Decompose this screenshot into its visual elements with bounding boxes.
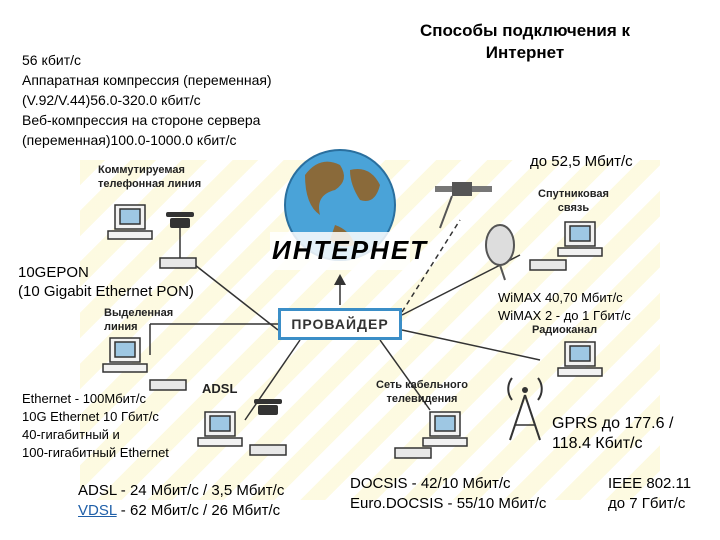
line-adsl [244, 339, 301, 421]
label-satellite: Спутниковая связь [538, 187, 609, 215]
gprs-speeds: GPRS до 177.6 / 118.4 Кбит/с [552, 414, 673, 454]
docsis-speeds: DOCSIS - 42/10 Мбит/с Euro.DOCSIS - 55/1… [350, 474, 546, 514]
adsl-line: ADSL - 24 Мбит/с / 3,5 Мбит/с [78, 482, 285, 499]
arrow-up [334, 274, 346, 285]
modem-adsl-icon [249, 444, 287, 456]
gepon-line: (10 Gigabit Ethernet PON) [18, 283, 194, 300]
line-radio [401, 329, 541, 361]
label-leased: Выделенная линия [104, 306, 173, 334]
computer-dialup-icon [107, 204, 153, 240]
modem-cable-icon [394, 447, 432, 459]
satellite-icon [435, 182, 492, 229]
label-line: Сеть кабельного [376, 379, 468, 391]
dialup-line: Аппаратная компрессия (переменная) [22, 72, 272, 88]
gepon-line: 10GEPON [18, 264, 89, 281]
gprs-line: GPRS до 177.6 / [552, 415, 674, 432]
label-line: линия [104, 321, 138, 333]
globe-label: Интернет [272, 235, 429, 265]
computer-radio-icon [557, 341, 603, 377]
computer-adsl-icon [197, 411, 243, 447]
dialup-line: 56 кбит/с [22, 52, 82, 68]
label-line: Спутниковая [538, 188, 609, 200]
gepon-speeds: 10GEPON (10 Gigabit Ethernet PON) [18, 263, 194, 301]
adsl-speeds: ADSL - 24 Мбит/с / 3,5 Мбит/с VDSL - 62 … [78, 481, 284, 521]
label-line: связь [557, 202, 590, 214]
label-line: Коммутируемая [98, 164, 185, 176]
modem-satellite-icon [529, 259, 567, 271]
label-line: телефонная линия [98, 178, 202, 190]
dialup-line: (переменная)100.0-1000.0 кбит/с [22, 132, 237, 148]
ethernet-line: Ethernet - 100Мбит/с [22, 391, 146, 406]
line-cable [379, 339, 431, 411]
dialup-line: Веб-компрессия на стороне сервера [22, 112, 261, 128]
satellite-speed: до 52,5 Мбит/с [530, 153, 633, 170]
label-line: Выделенная [104, 307, 174, 319]
wimax-line: WiMAX 2 - до 1 Гбит/с [498, 308, 631, 323]
label-line: телевидения [386, 393, 458, 405]
label-adsl: ADSL [202, 381, 238, 396]
ieee-line: IEEE 802.11 [608, 475, 692, 492]
ieee-line: до 7 Гбит/с [608, 495, 686, 512]
label-radio: Радиоканал [532, 324, 598, 336]
globe-text-bg [270, 232, 410, 270]
vdsl-link[interactable]: VDSL [78, 502, 117, 519]
wimax-line: WiMAX 40,70 Мбит/с [498, 290, 623, 305]
dish-antenna-icon [485, 224, 515, 281]
modem-leased-icon [149, 379, 187, 391]
docsis-line: DOCSIS - 42/10 Мбит/с [350, 475, 511, 492]
phone-adsl-icon [254, 399, 282, 415]
ieee-speeds: IEEE 802.11 до 7 Гбит/с [608, 474, 691, 514]
ethernet-line: 100-гигабитный Ethernet [22, 445, 169, 460]
vdsl-line: VDSL - 62 Мбит/с / 26 Мбит/с [78, 501, 284, 521]
provider-box: ПРОВАЙДЕР [278, 308, 402, 340]
computer-satellite-icon [557, 221, 603, 257]
ethernet-speeds: Ethernet - 100Мбит/с 10G Ethernet 10 Гби… [22, 390, 169, 462]
line-dialup [194, 264, 279, 331]
label-dialup: Коммутируемая телефонная линия [98, 163, 201, 191]
ethernet-line: 10G Ethernet 10 Гбит/с [22, 409, 159, 424]
computer-cable-icon [422, 411, 468, 447]
label-cable: Сеть кабельного телевидения [376, 378, 468, 406]
ethernet-line: 40-гигабитный и [22, 427, 120, 442]
vdsl-rest: - 62 Мбит/с / 26 Мбит/с [116, 502, 281, 519]
page-title: Способы подключения к Интернет [419, 21, 631, 62]
computer-leased-icon [102, 337, 148, 373]
dialup-speeds: 56 кбит/с Аппаратная компрессия (перемен… [22, 50, 272, 150]
modem-dialup-icon [159, 257, 197, 269]
phone-dialup-icon [166, 212, 194, 228]
wimax-speeds: WiMAX 40,70 Мбит/с WiMAX 2 - до 1 Гбит/с [498, 289, 631, 325]
docsis-line: Euro.DOCSIS - 55/10 Мбит/с [350, 495, 547, 512]
dialup-line: (V.92/V.44)56.0-320.0 кбит/с [22, 92, 201, 108]
radio-tower-icon [507, 377, 543, 441]
gprs-line: 118.4 Кбит/с [552, 435, 643, 452]
